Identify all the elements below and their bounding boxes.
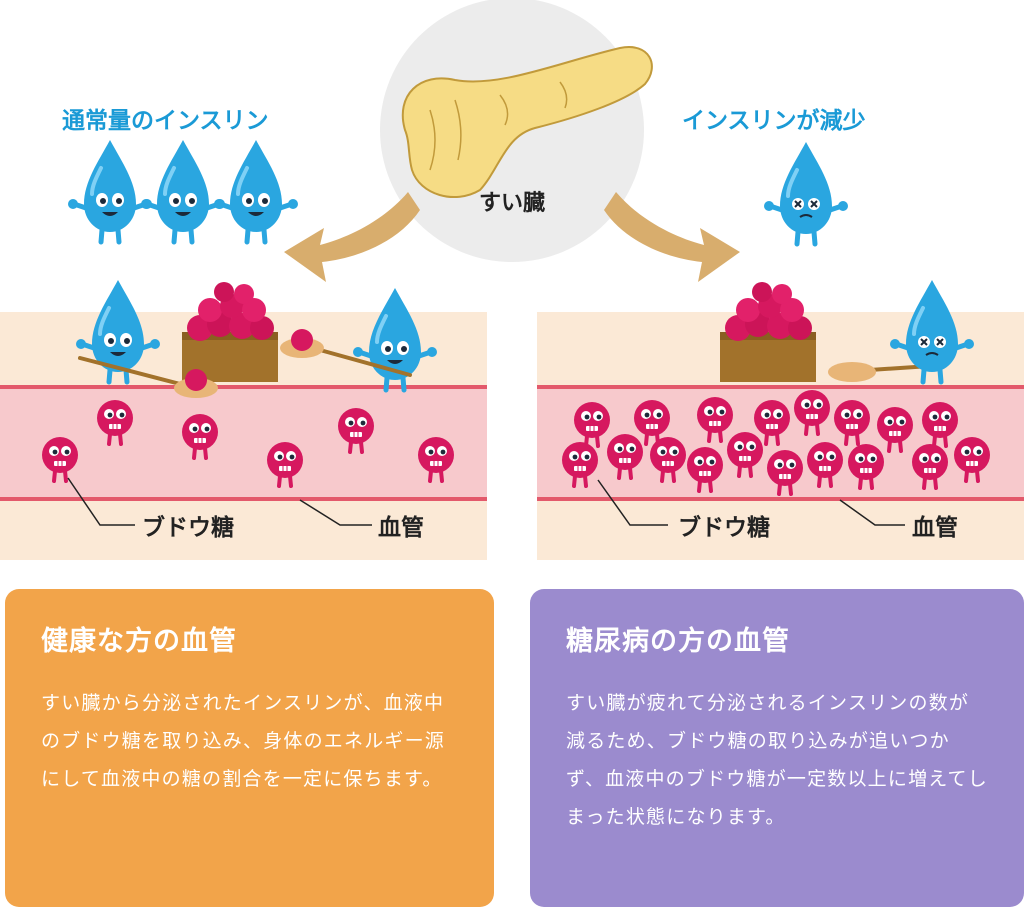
right-arrow [604,192,740,282]
left-food-box [182,282,278,382]
left-vessel-label: 血管 [378,514,424,541]
insulin-drops-normal [68,140,298,242]
diabetes-illustration: すい臓 ブドウ糖 血管 [0,0,1024,560]
healthy-card-title: 健康な方の血管 [41,626,237,657]
healthy-card-body: すい臓から分泌されたインスリンが、血液中のブドウ糖を取り込み、身体のエネルギー源… [41,692,446,790]
tired-insulin [828,280,974,382]
left-vessel [0,386,487,500]
pancreas-label: すい臓 [479,191,545,216]
insulin-with-spoon-left [76,280,218,398]
right-glucose-label: ブドウ糖 [678,514,770,541]
left-panel-title: 通常量のインスリン [62,108,269,134]
right-panel-title: インスリンが減少 [682,108,866,134]
insulin-with-spoon-right [280,288,437,390]
diabetic-vessel-card: 糖尿病の方の血管 すい臓が疲れて分泌されるインスリンの数が減るため、ブドウ糖の取… [530,589,1024,907]
diabetic-card-title: 糖尿病の方の血管 [566,626,790,657]
left-glucose-label: ブドウ糖 [142,514,234,541]
diabetic-card-body: すい臓が疲れて分泌されるインスリンの数が減るため、ブドウ糖の取り込みが追いつかず… [566,692,988,828]
healthy-vessel-card: 健康な方の血管 すい臓から分泌されたインスリンが、血液中のブドウ糖を取り込み、身… [5,589,494,907]
right-food-box [720,282,816,382]
right-vessel-label: 血管 [912,514,958,541]
pancreas-organ [401,46,653,199]
insulin-drop-decreased [764,142,848,244]
left-arrow [284,192,420,282]
